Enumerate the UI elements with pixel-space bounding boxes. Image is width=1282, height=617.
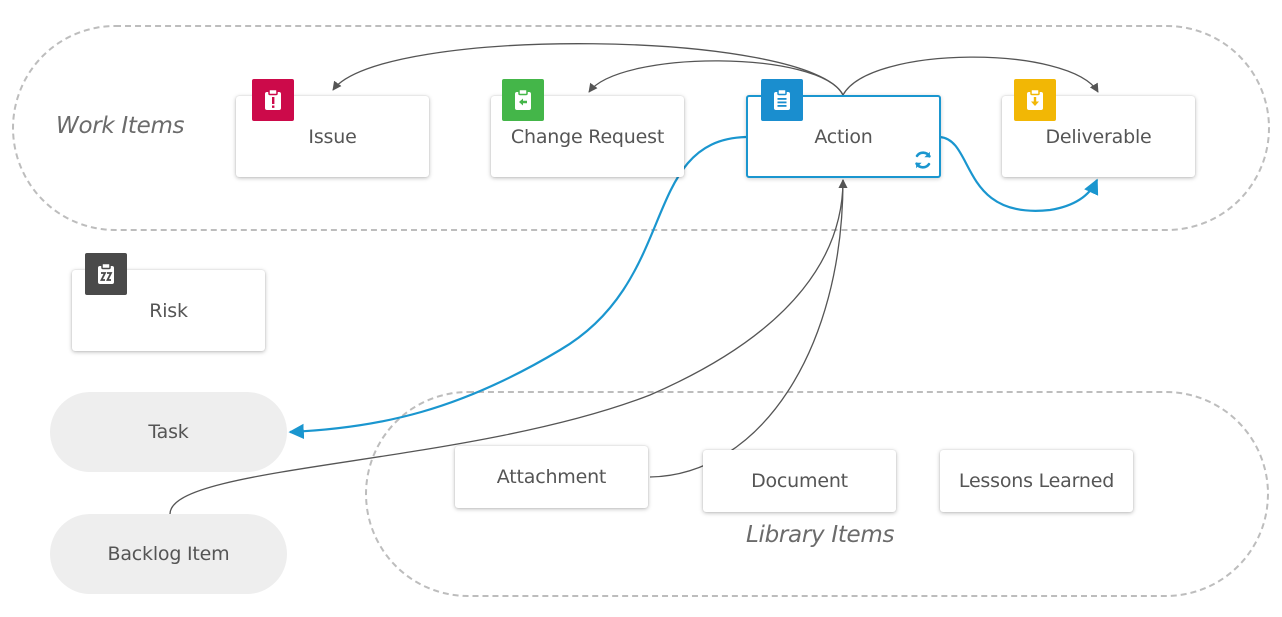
download-clipboard-icon: [1014, 79, 1056, 121]
refresh-icon[interactable]: [912, 149, 934, 171]
action-label: Action: [814, 125, 873, 148]
task-node[interactable]: Task: [50, 392, 287, 472]
deliverable-label: Deliverable: [1045, 125, 1152, 148]
change-request-label: Change Request: [510, 125, 665, 148]
arrow-clipboard-icon: [502, 79, 544, 121]
document-card[interactable]: Document: [703, 450, 896, 512]
library-items-label: Library Items: [746, 522, 895, 548]
task-label: Task: [148, 421, 189, 443]
clipboard-list-icon: [761, 79, 803, 121]
risk-clipboard-icon: [85, 253, 127, 295]
action-card[interactable]: Action: [746, 95, 941, 178]
alert-clipboard-icon: [252, 79, 294, 121]
backlog-item-node[interactable]: Backlog Item: [50, 514, 287, 594]
attachment-label: Attachment: [496, 466, 607, 488]
issue-label: Issue: [308, 125, 357, 148]
lessons-learned-label: Lessons Learned: [958, 470, 1115, 492]
risk-label: Risk: [149, 299, 188, 322]
backlog-item-label: Backlog Item: [107, 543, 230, 565]
lessons-learned-card[interactable]: Lessons Learned: [940, 450, 1133, 512]
work-items-label: Work Items: [56, 113, 185, 139]
attachment-card[interactable]: Attachment: [455, 446, 648, 508]
document-label: Document: [751, 470, 848, 492]
